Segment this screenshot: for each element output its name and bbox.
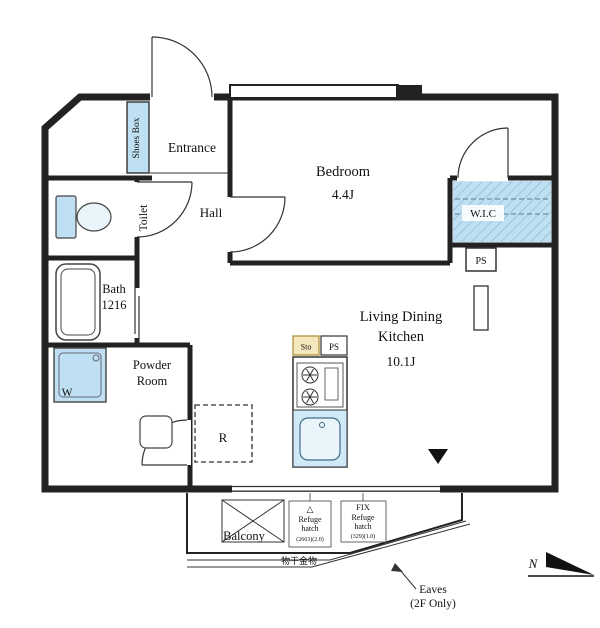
column [473, 285, 489, 331]
wall-openings [133, 92, 508, 494]
sink-faucet [319, 422, 325, 428]
toilet-door-arc [136, 181, 193, 238]
bathtub-outer [55, 263, 101, 341]
ps-kitchen-box [320, 335, 348, 356]
label-ldk-1: Living Dining [360, 309, 443, 325]
label-balcony: Balcony [223, 529, 265, 543]
stove-grill [324, 367, 339, 401]
north-arrow [528, 552, 594, 577]
wall-pillar [396, 85, 422, 98]
eaves-line-1 [187, 520, 467, 561]
label-bedroom-size: 4.4J [332, 187, 354, 202]
shoes-box [126, 101, 150, 174]
powder-vanity [139, 415, 173, 449]
label-laundry-hardware: 物干金物 [281, 555, 317, 566]
label-ldk-2: Kitchen [378, 329, 425, 345]
label-eaves-2: (2F Only) [410, 598, 456, 610]
label-ps-kitchen: PS [329, 342, 339, 352]
refuge-right-line2: hatch [354, 522, 371, 531]
refrigerator-space [194, 404, 253, 463]
stove-burner-1 [301, 366, 319, 384]
label-ldk-size: 10.1J [387, 354, 416, 369]
label-powder-2: Room [137, 374, 168, 388]
label-hall: Hall [200, 205, 223, 220]
label-entrance: Entrance [168, 140, 216, 155]
label-shoes-box: Shoes Box [132, 117, 142, 158]
balcony-outline [186, 493, 463, 554]
eaves-arrow-line [399, 569, 417, 590]
label-powder-1: Powder [133, 358, 172, 372]
label-north: N [528, 556, 539, 571]
refuge-right-line3: (329)(1.0) [351, 533, 376, 540]
bedroom-door-arc [229, 196, 286, 253]
kitchen-sink [299, 417, 341, 461]
bathtub-inner [60, 268, 96, 336]
eaves-line-2 [187, 523, 471, 568]
refuge-left-line2: hatch [301, 524, 318, 533]
ps-right-box [465, 247, 497, 272]
washer-faucet [92, 354, 100, 362]
refuge-hatch-right-box [340, 500, 387, 543]
refuge-left-symbol: △ [307, 504, 314, 514]
washer-pan [53, 347, 107, 403]
stove-outline [296, 362, 344, 408]
direction-triangle-marker [428, 449, 448, 464]
label-bath: Bath [102, 282, 126, 296]
toilet-tank [55, 195, 77, 239]
doors [134, 36, 509, 466]
eaves-arrow-head [391, 563, 403, 572]
wic-label-bg [462, 205, 504, 221]
label-bath-size: 1216 [102, 298, 127, 312]
washer-inner [58, 352, 102, 398]
stove-burner-2 [301, 388, 319, 406]
balcony-hatch-box [221, 499, 285, 543]
bedroom-window-band [229, 84, 399, 99]
label-eaves-1: Eaves [419, 584, 447, 596]
label-washer: W [62, 387, 73, 399]
label-ps-right: PS [475, 256, 486, 267]
label-wic: W.I.C [470, 208, 496, 220]
refuge-right-line1: Refuge [351, 513, 375, 522]
refuge-left-line1: Refuge [298, 515, 322, 524]
storage-box [292, 335, 320, 356]
label-toilet: Toilet [138, 204, 150, 231]
refuge-left-line3: (2663)(2.0) [296, 536, 324, 543]
label-sto: Sto [301, 343, 312, 352]
label-fridge: R [219, 430, 228, 445]
toilet-bowl [76, 202, 112, 232]
entrance-door-arc [151, 36, 213, 98]
refuge-right-line0: FIX [356, 502, 370, 512]
north-arrow-triangle [546, 552, 594, 575]
label-bedroom: Bedroom [316, 164, 371, 180]
wic-door-arc [457, 127, 509, 179]
